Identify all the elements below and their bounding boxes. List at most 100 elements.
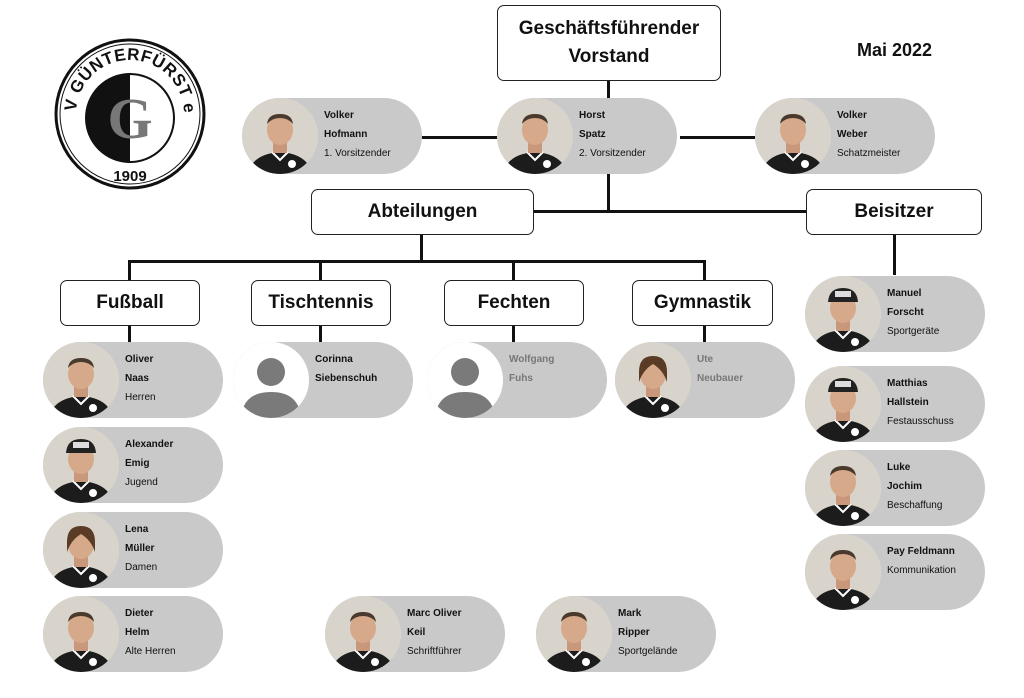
person-text: Marc Oliver Keil Schriftführer <box>407 604 461 661</box>
person-photo <box>43 427 119 503</box>
connector <box>703 260 706 280</box>
person-text: Alexander Emig Jugend <box>125 435 173 492</box>
person-text: Luke Jochim Beschaffung <box>887 458 942 515</box>
person-first-name: Lena <box>125 524 149 535</box>
person-text: Pay Feldmann Kommunikation <box>887 542 956 580</box>
person-photo <box>497 98 573 174</box>
person-photo-frame <box>805 450 881 526</box>
person-card: Dieter Helm Alte Herren <box>43 596 223 672</box>
person-last-name: Siebenschuh <box>315 373 378 384</box>
person-role: Damen <box>125 562 158 573</box>
person-photo-frame <box>43 342 119 418</box>
connector <box>512 325 515 343</box>
person-role: Sportgeräte <box>887 326 940 337</box>
dept-box-fechten: Fechten <box>444 280 584 326</box>
person-text: Volker Weber Schatzmeister <box>837 106 900 163</box>
dept-box-gymnastik: Gymnastik <box>632 280 773 326</box>
person-card: Alexander Emig Jugend <box>43 427 223 503</box>
person-card: Luke Jochim Beschaffung <box>805 450 985 526</box>
person-role: Schriftführer <box>407 646 462 657</box>
person-card: Corinna Siebenschuh <box>233 342 413 418</box>
executive-board-box: Geschäftsführender Vorstand <box>497 5 721 81</box>
person-first-name: Alexander <box>125 439 174 450</box>
person-first-name: Dieter <box>125 608 154 619</box>
person-photo <box>43 596 119 672</box>
person-text: Horst Spatz 2. Vorsitzender <box>579 106 646 163</box>
person-role: Kommunikation <box>887 565 956 576</box>
person-text: Lena Müller Damen <box>125 520 157 577</box>
person-first-name: Mark <box>618 608 642 619</box>
person-photo <box>43 512 119 588</box>
person-photo-frame <box>325 596 401 672</box>
person-first-name: Corinna <box>315 354 353 365</box>
person-card: Volker Weber Schatzmeister <box>755 98 935 174</box>
connector <box>422 136 502 139</box>
person-photo <box>615 342 691 418</box>
person-text: Volker Hofmann 1. Vorsitzender <box>324 106 391 163</box>
logo-letter: G <box>107 86 152 151</box>
connector <box>319 325 322 343</box>
person-first-name: Horst <box>579 110 606 121</box>
person-photo-frame <box>233 342 309 418</box>
person-photo-frame <box>805 366 881 442</box>
person-last-name: Emig <box>125 458 150 469</box>
person-photo <box>805 450 881 526</box>
person-role: Schatzmeister <box>837 148 901 159</box>
person-first-name: Volker <box>837 110 867 121</box>
person-last-name: Neubauer <box>697 373 744 384</box>
person-role: 1. Vorsitzender <box>324 148 391 159</box>
person-text: Wolfgang Fuhs <box>509 350 554 388</box>
person-first-name: Manuel <box>887 288 922 299</box>
person-card: Ute Neubauer <box>615 342 795 418</box>
person-card: Oliver Naas Herren <box>43 342 223 418</box>
placeholder-avatar-icon <box>427 342 503 418</box>
person-first-name: Volker <box>324 110 354 121</box>
person-photo-frame <box>755 98 831 174</box>
person-card: Marc Oliver Keil Schriftführer <box>325 596 505 672</box>
person-text: Mark Ripper Sportgelände <box>618 604 678 661</box>
connector <box>893 235 896 275</box>
person-card: Lena Müller Damen <box>43 512 223 588</box>
person-text: Ute Neubauer <box>697 350 743 388</box>
person-role: Sportgelände <box>618 646 678 657</box>
person-photo-frame <box>427 342 503 418</box>
person-first-name: Marc Oliver <box>407 608 462 619</box>
placeholder-avatar-icon <box>233 342 309 418</box>
person-photo-frame <box>805 534 881 610</box>
chart-date: Mai 2022 <box>857 40 933 60</box>
person-first-name: Oliver <box>125 354 154 365</box>
person-text: Matthias Hallstein Festausschuss <box>887 374 954 431</box>
person-role: Beschaffung <box>887 500 943 511</box>
person-photo-frame <box>43 596 119 672</box>
person-last-name: Helm <box>125 627 150 638</box>
person-card: Matthias Hallstein Festausschuss <box>805 366 985 442</box>
person-photo <box>325 596 401 672</box>
person-last-name: Jochim <box>887 481 923 492</box>
person-text: Dieter Helm Alte Herren <box>125 604 176 661</box>
person-role: Jugend <box>125 477 158 488</box>
dept-box-fussball: Fußball <box>60 280 200 326</box>
person-photo-frame <box>615 342 691 418</box>
person-text: Oliver Naas Herren <box>125 350 156 407</box>
person-text: Manuel Forscht Sportgeräte <box>887 284 939 341</box>
person-last-name: Spatz <box>579 129 606 140</box>
connector <box>420 234 423 262</box>
person-role: Herren <box>125 392 156 403</box>
person-first-name: Matthias <box>887 378 928 389</box>
person-role: Festausschuss <box>887 416 954 427</box>
departments-box: Abteilungen <box>311 189 534 235</box>
person-last-name: Forscht <box>887 307 924 318</box>
person-photo <box>805 276 881 352</box>
person-last-name: Keil <box>407 627 426 638</box>
assessors-box: Beisitzer <box>806 189 982 235</box>
connector <box>534 210 808 213</box>
person-last-name: Müller <box>125 543 155 554</box>
person-role: Alte Herren <box>125 646 176 657</box>
person-photo <box>242 98 318 174</box>
person-text: Corinna Siebenschuh <box>315 350 377 388</box>
person-photo <box>536 596 612 672</box>
person-photo-frame <box>242 98 318 174</box>
person-photo-frame <box>536 596 612 672</box>
club-logo: TSV GÜNTERFÜRST e.V. G 1909 <box>54 38 206 190</box>
person-role: 2. Vorsitzender <box>579 148 646 159</box>
